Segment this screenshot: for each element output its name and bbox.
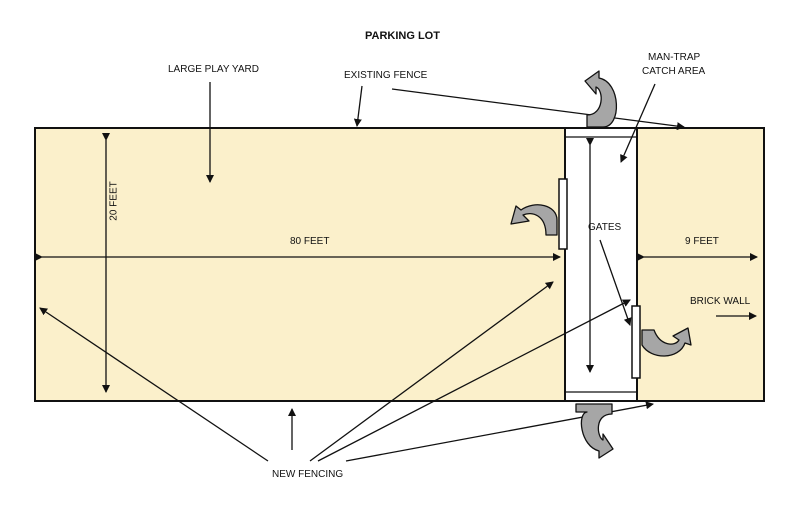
gate-right xyxy=(631,305,641,379)
gates-pointer-arrow xyxy=(599,239,632,326)
gate-swing-arrow-top xyxy=(584,70,618,128)
new-fencing-pointer-arrow-1 xyxy=(39,307,269,462)
eighty-feet-label: 80 FEET xyxy=(290,236,330,247)
nine-feet-label: 9 FEET xyxy=(685,236,719,247)
existing-fence-pointer-arrow xyxy=(353,85,363,127)
gate-swing-arrow-left xyxy=(510,204,558,236)
existing-fence-label: EXISTING FENCE xyxy=(344,70,428,81)
twenty-feet-label: 20 FEET xyxy=(108,181,120,221)
man-trap-label-line2: CATCH AREA xyxy=(642,66,706,77)
gate-swing-arrow-bottom xyxy=(575,403,614,459)
new-fencing-pointer-arrow-3 xyxy=(309,281,554,462)
brick-wall-label: BRICK WALL xyxy=(690,296,751,307)
existing-fence-pointer-arrow-2 xyxy=(391,88,685,131)
gate-left xyxy=(558,178,568,250)
new-fencing-pointer-arrow-4 xyxy=(317,299,631,462)
page-title: PARKING LOT xyxy=(365,30,440,42)
gates-label: GATES xyxy=(588,222,622,233)
gate-swing-arrow-right xyxy=(641,327,692,357)
large-play-yard-area xyxy=(34,127,566,402)
new-fencing-label: NEW FENCING xyxy=(272,469,344,480)
large-play-yard-label: LARGE PLAY YARD xyxy=(168,64,259,75)
man-trap-label-line1: MAN-TRAP xyxy=(648,52,701,63)
right-yard-area xyxy=(636,127,765,402)
man-trap-area xyxy=(564,127,638,402)
man-trap-pointer-arrow xyxy=(620,83,656,163)
